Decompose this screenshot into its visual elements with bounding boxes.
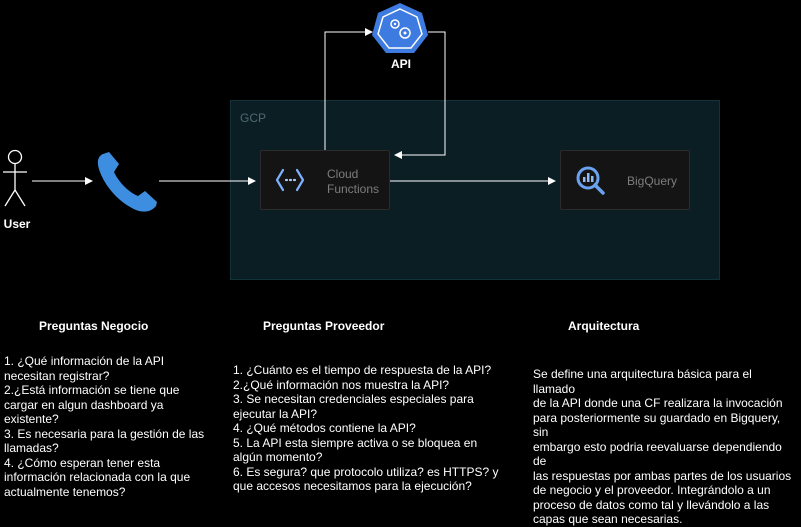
person-icon	[3, 149, 27, 207]
kubernetes-api-icon[interactable]	[372, 3, 428, 53]
cloud-functions-label-line1: Cloud	[327, 167, 359, 181]
text-line: ejecutar la API?	[233, 406, 318, 421]
text-line: embargo esto podria reevaluarse dependie…	[533, 439, 782, 469]
text-line: 4. ¿Qué métodos contiene la API?	[233, 421, 416, 435]
text-line: 1. ¿Cuánto es el tiempo de respuesta de …	[233, 363, 492, 377]
text-line: 3. Es necesaria para la gestión de las	[4, 426, 205, 441]
cloud-functions-icon	[275, 168, 305, 192]
text-line: existente?	[4, 412, 59, 426]
diagram-canvas	[3, 3, 605, 212]
text-line: proceso de datos como tal y llevándolo a…	[533, 497, 770, 512]
text-line: información relacionada con la que	[4, 470, 191, 484]
text-line: capas que sean necesarias.	[533, 512, 683, 526]
bigquery-node[interactable]	[560, 150, 690, 210]
connector-cf-to-api	[324, 28, 373, 150]
preguntas-negocio-text: 1. ¿Qué información de la API necesitan …	[4, 354, 214, 499]
text-line: 2.¿Qué información nos muestra la API?	[233, 377, 450, 392]
text-line: para posteriormente su guardado en Bigqu…	[533, 410, 781, 440]
text-line: llamadas?	[4, 441, 59, 455]
text-line: 4. ¿Cómo esperan tener esta	[4, 455, 161, 470]
phone-icon[interactable]	[97, 152, 157, 212]
text-line: 3. Se necesitan credenciales especiales …	[233, 392, 474, 406]
cloud-functions-node[interactable]	[260, 150, 390, 210]
text-line: las respuestas por ambas partes de los u…	[533, 468, 792, 483]
text-line: 1. ¿Qué información de la API	[4, 354, 165, 368]
gcp-label: GCP	[240, 111, 267, 125]
text-line: 5. La API esta siempre activa o se bloqu…	[233, 435, 478, 450]
text-line: necesitan registrar?	[4, 368, 110, 383]
arquitectura-text: Se define una arquitectura básica para e…	[533, 367, 797, 527]
cloud-functions-label: Cloud Functions	[327, 167, 379, 197]
text-line: cargar en algun dashboard ya	[4, 397, 164, 412]
preguntas-proveedor-text: 1. ¿Cuánto es el tiempo de respuesta de …	[233, 363, 503, 494]
text-line: de la API donde una CF realizara la invo…	[533, 396, 783, 410]
arquitectura-heading: Arquitectura	[568, 319, 640, 333]
connector-api-to-cf	[394, 31, 446, 159]
text-line: actualmente tenemos?	[4, 484, 126, 499]
user-label: User	[3, 217, 31, 231]
cloud-functions-label-line2: Functions	[327, 182, 380, 196]
text-line: 6. Es segura? que protocolo utiliza? es …	[233, 464, 499, 479]
api-label: API	[390, 57, 411, 71]
text-line: 2.¿Está información se tiene que	[4, 383, 180, 397]
text-line: Se define una arquitectura básica para e…	[533, 367, 752, 396]
preguntas-negocio-heading: Preguntas Negocio	[39, 319, 149, 333]
text-line: de negocio y el proveedor. Integrándolo …	[533, 483, 771, 497]
preguntas-proveedor-heading: Preguntas Proveedor	[263, 319, 385, 333]
bigquery-label: BigQuery	[627, 174, 678, 188]
bigquery-icon	[576, 166, 605, 195]
text-line: algún momento?	[233, 450, 323, 464]
text-line: que accesos necesitamos para la ejecució…	[233, 479, 472, 493]
